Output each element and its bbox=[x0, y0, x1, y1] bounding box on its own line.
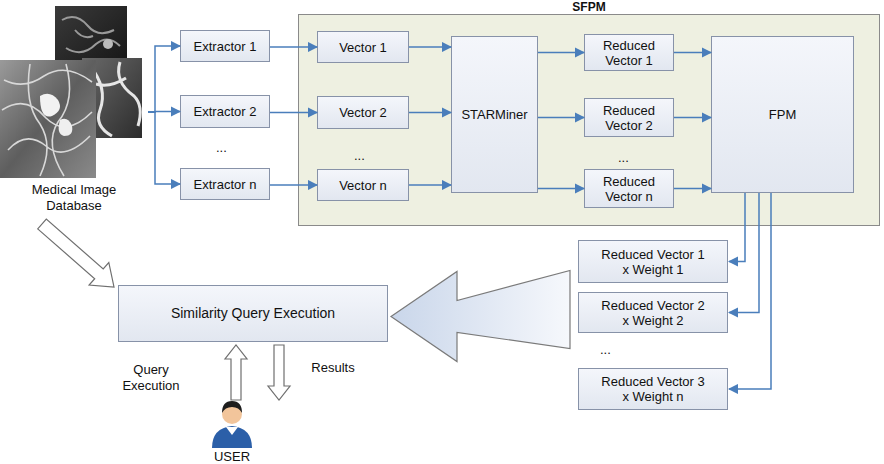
process-box: STARMiner bbox=[451, 36, 538, 193]
band-title: SFPM bbox=[299, 0, 879, 14]
process-box: Reduced Vector n bbox=[584, 169, 674, 208]
process-box: Reduced Vector 1 x Weight 1 bbox=[578, 240, 728, 283]
sfpm-band: SFPMVector 1Vector 2Vector nSTARMinerRed… bbox=[298, 14, 880, 226]
arrow-connector bbox=[148, 46, 180, 112]
user-label: USER bbox=[204, 449, 260, 464]
box-label: Extractor 2 bbox=[194, 104, 257, 119]
edge-label: Query Execution bbox=[116, 362, 186, 394]
block-arrow bbox=[38, 219, 114, 287]
process-box: Vector n bbox=[317, 169, 409, 201]
box-label: Reduced Vector 1 x Weight 1 bbox=[601, 247, 705, 277]
block-arrow bbox=[268, 345, 290, 400]
block-arrow bbox=[391, 271, 570, 362]
process-box: Reduced Vector 3 x Weight n bbox=[578, 368, 728, 410]
user-node: USER bbox=[204, 398, 292, 464]
process-box: Reduced Vector 2 bbox=[584, 98, 674, 137]
process-box: Vector 2 bbox=[317, 96, 409, 129]
box-label: Vector 2 bbox=[339, 105, 387, 120]
box-label: Vector 1 bbox=[339, 40, 387, 55]
box-label: Extractor n bbox=[194, 177, 257, 192]
process-box: Vector 1 bbox=[317, 31, 409, 63]
database-node: Medical Image Database bbox=[0, 0, 148, 218]
box-label: FPM bbox=[769, 107, 796, 122]
box-label: Reduced Vector 2 x Weight 2 bbox=[601, 298, 705, 328]
ellipsis-label: ... bbox=[618, 150, 629, 166]
process-box: Extractor 2 bbox=[180, 95, 270, 128]
ellipsis-label: ... bbox=[216, 140, 227, 156]
process-box: FPM bbox=[711, 36, 854, 193]
box-label: Reduced Vector 2 bbox=[590, 103, 668, 133]
medical-image-collage bbox=[0, 6, 142, 178]
database-label: Medical Image Database bbox=[14, 182, 134, 214]
process-box: Extractor 1 bbox=[180, 30, 270, 62]
box-label: Similarity Query Execution bbox=[171, 306, 335, 321]
box-label: STARMiner bbox=[461, 107, 527, 122]
process-box: Similarity Query Execution bbox=[118, 285, 388, 342]
ellipsis-label: ... bbox=[600, 342, 611, 358]
box-label: Reduced Vector 3 x Weight n bbox=[601, 374, 705, 404]
box-label: Vector n bbox=[339, 178, 387, 193]
box-label: Reduced Vector 1 bbox=[590, 38, 668, 68]
edge-label: Results bbox=[303, 360, 363, 376]
user-icon bbox=[212, 401, 252, 448]
process-box: Extractor n bbox=[180, 168, 270, 200]
process-box: Reduced Vector 2 x Weight 2 bbox=[578, 292, 728, 333]
block-arrow bbox=[225, 345, 247, 400]
box-label: Reduced Vector n bbox=[590, 174, 668, 204]
ellipsis-label: ... bbox=[354, 148, 365, 164]
process-box: Reduced Vector 1 bbox=[584, 34, 674, 71]
box-label: Extractor 1 bbox=[194, 39, 257, 54]
arrow-connector bbox=[148, 112, 180, 184]
arrow-connector bbox=[148, 111, 180, 113]
